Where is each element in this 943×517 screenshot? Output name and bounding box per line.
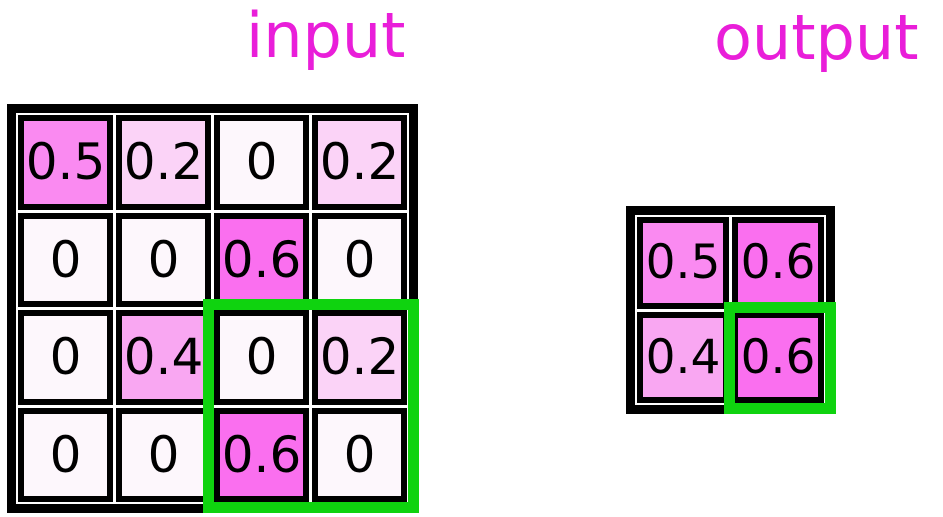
input-cell-r4c3: 0.6 xyxy=(214,407,309,502)
output-cell-r2c2: 0.6 xyxy=(732,311,824,403)
input-cell-r2c1: 0 xyxy=(18,212,113,307)
input-cell-r1c2: 0.2 xyxy=(116,115,211,210)
input-cell-r3c4: 0.2 xyxy=(312,310,407,405)
output-title: output xyxy=(714,1,919,74)
input-cell-r4c1: 0 xyxy=(18,407,113,502)
output-cell-r2c1: 0.4 xyxy=(637,311,729,403)
input-title: input xyxy=(246,0,406,72)
output-cell-r1c2: 0.6 xyxy=(732,217,824,309)
input-cell-r4c2: 0 xyxy=(116,407,211,502)
input-cell-r2c4: 0 xyxy=(312,212,407,307)
input-cell-r3c2: 0.4 xyxy=(116,310,211,405)
output-grid: 0.5 0.6 0.4 0.6 xyxy=(626,206,835,414)
input-cell-r2c3: 0.6 xyxy=(214,212,309,307)
input-cell-r2c2: 0 xyxy=(116,212,211,307)
input-cell-r3c3: 0 xyxy=(214,310,309,405)
input-cell-r3c1: 0 xyxy=(18,310,113,405)
input-cell-r1c4: 0.2 xyxy=(312,115,407,210)
input-grid: 0.5 0.2 0 0.2 0 0 0.6 0 0 0.4 0 0.2 0 0 … xyxy=(7,104,418,513)
input-cell-r4c4: 0 xyxy=(312,407,407,502)
input-cell-r1c3: 0 xyxy=(214,115,309,210)
output-cell-r1c1: 0.5 xyxy=(637,217,729,309)
input-cell-r1c1: 0.5 xyxy=(18,115,113,210)
